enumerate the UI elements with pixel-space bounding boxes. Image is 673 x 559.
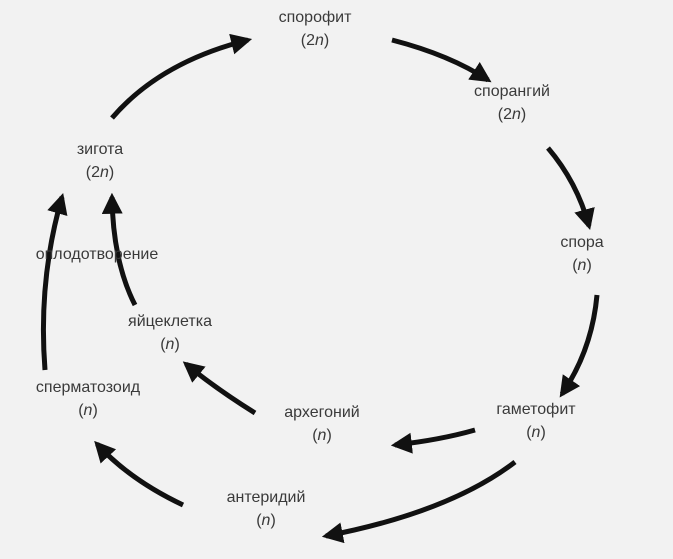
stage-ploidy: (n) [312,427,332,444]
stage-ploidy: (n) [572,257,592,274]
stage-name: гаметофит [496,401,576,418]
stage-sporangium: спорангий (2n) [474,80,550,126]
process-fertilization: оплодотворение [35,246,159,263]
stage-ploidy: (2n) [300,32,330,49]
stage-egg: яйцеклетка (n) [128,310,212,356]
stage-archegonium: архегоний (n) [284,401,359,447]
stage-name: архегоний [284,404,360,421]
stage-gametophyte: гаметофит (n) [496,398,575,444]
stage-name: антеридий [226,489,306,506]
stage-name: спора [560,234,604,251]
arrow-sporophyte-to-sporangium [391,37,492,83]
arrow-gametophyte-to-archegonium [390,427,476,454]
stage-name: зигота [76,141,124,158]
stage-antheridium: антеридий (n) [227,486,306,532]
stage-name: спорангий [474,83,550,100]
stage-spore: спора (n) [560,231,603,277]
arrow-egg-to-zygote [101,192,138,307]
arrow-spore-to-gametophyte [559,294,600,398]
stage-zygote: зигота (2n) [77,138,123,184]
stage-ploidy: (n) [256,512,276,529]
stage-sporophyte: спорофит (2n) [279,6,352,52]
stage-ploidy: (n) [78,402,98,419]
arrow-archegonium-to-egg [182,361,257,416]
stage-ploidy: (2n) [497,106,527,123]
stage-ploidy: (2n) [85,164,115,181]
arrow-sporangium-to-spore [546,146,595,231]
arrow-zygote-to-sporophyte [110,33,253,120]
stage-spermatozoid: сперматозоид (n) [36,376,140,422]
arrow-gametophyte-to-antheridium [321,460,517,544]
arrow-antheridium-to-spermatozoid [94,440,185,508]
stage-name: сперматозоид [35,379,141,396]
stage-name: яйцеклетка [128,313,212,330]
stage-name: спорофит [278,9,352,26]
stage-ploidy: (n) [526,424,546,441]
stage-ploidy: (n) [160,336,180,353]
arrow-spermatozoid-to-zygote [40,192,68,371]
